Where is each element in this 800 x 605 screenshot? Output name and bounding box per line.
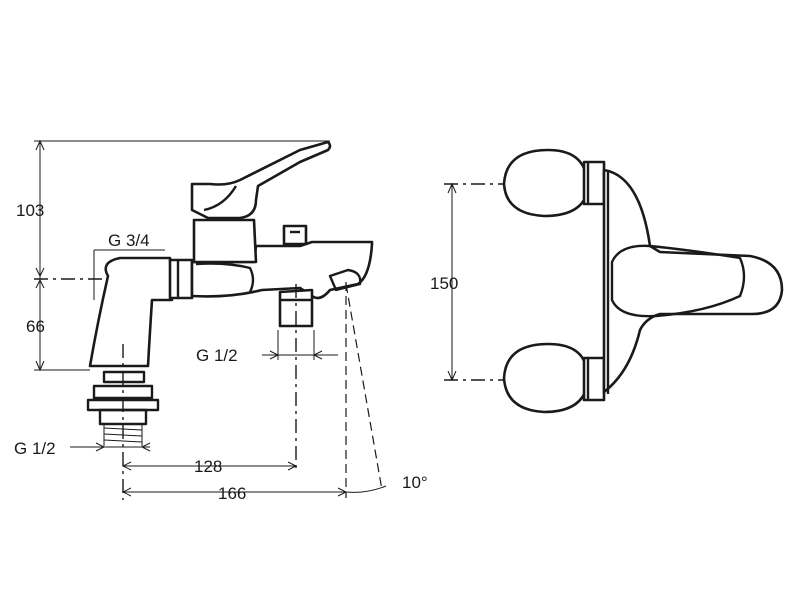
height-dimension	[34, 139, 330, 372]
width-166-dimension	[121, 487, 348, 497]
mixer-body	[190, 240, 374, 300]
label-width-128: 128	[194, 457, 222, 476]
outlet-thread-leader	[93, 249, 165, 300]
spout-angle-line	[345, 283, 383, 491]
label-height-top: 103	[16, 201, 44, 220]
deck-pillar	[88, 256, 174, 368]
top-body	[602, 168, 784, 394]
width-128-dimension	[121, 461, 298, 471]
diverter-knob	[282, 224, 308, 246]
cartridge-housing	[192, 218, 258, 264]
angle-arc	[345, 485, 387, 493]
coupling-nut	[168, 258, 194, 300]
upper-connector-ball	[502, 148, 588, 218]
mount-spacing-dimension	[444, 182, 540, 382]
inlet-thread-dimension	[70, 442, 151, 452]
label-outlet-thread: G 3/4	[108, 231, 150, 250]
top-view: 150	[430, 148, 784, 414]
label-height-bottom: 66	[26, 317, 45, 336]
lower-connector-ball	[502, 342, 588, 414]
label-inlet-thread: G 1/2	[14, 439, 56, 458]
label-spout-angle: 10°	[402, 473, 428, 492]
side-view: 103 66 G 3/4 G 1/2 G 1/2 128 166 10°	[14, 139, 428, 503]
top-lever	[610, 244, 746, 318]
label-shower-thread: G 1/2	[196, 346, 238, 365]
label-mount-spacing: 150	[430, 274, 458, 293]
spout-outlet	[328, 268, 362, 292]
shower-thread-dimension	[262, 330, 338, 360]
label-width-166: 166	[218, 484, 246, 503]
